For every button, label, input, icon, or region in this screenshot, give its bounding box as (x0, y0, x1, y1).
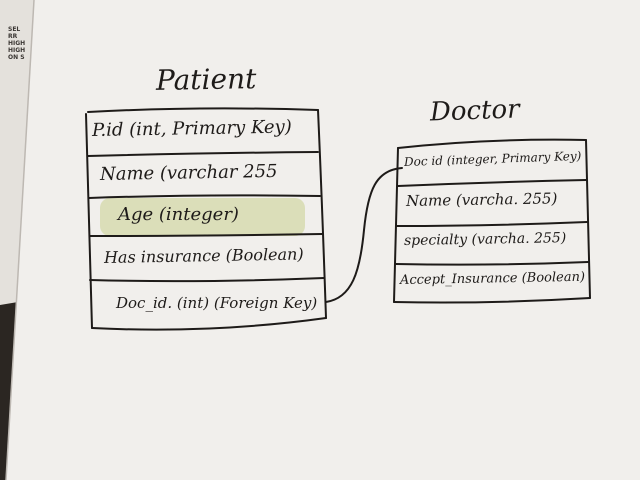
patient-title: Patient (155, 62, 257, 97)
patient-table-box (85, 107, 327, 331)
patient-field-name: Name (varchar 255 (99, 160, 278, 185)
scrap-line: HIGH (8, 47, 26, 54)
scrap-line: HIGH (8, 40, 26, 47)
patient-field-doc-id-fk: Doc_id. (int) (Foreign Key) (116, 294, 318, 312)
patient-field-age: Age (integer) (118, 204, 239, 225)
doctor-field-name: Name (varcha. 255) (405, 189, 558, 210)
patient-field-pid: P.id (int, Primary Key) (91, 116, 292, 141)
doctor-field-specialty: specialty (varcha. 255) (403, 230, 567, 249)
doctor-table-box (393, 138, 591, 304)
doctor-field-accept-insurance: Accept_Insurance (Boolean) (399, 269, 586, 288)
doctor-title: Doctor (429, 94, 521, 128)
scrap-line: RR (8, 33, 18, 40)
scrap-line: ON S (8, 54, 25, 61)
highlight-mark (100, 198, 305, 236)
relationship-line (325, 167, 403, 303)
patient-field-has-insurance: Has insurance (Boolean) (103, 244, 304, 267)
scrap-text: SEL RR HIGH HIGH ON S (8, 26, 25, 61)
scrap-line: SEL (8, 26, 21, 33)
